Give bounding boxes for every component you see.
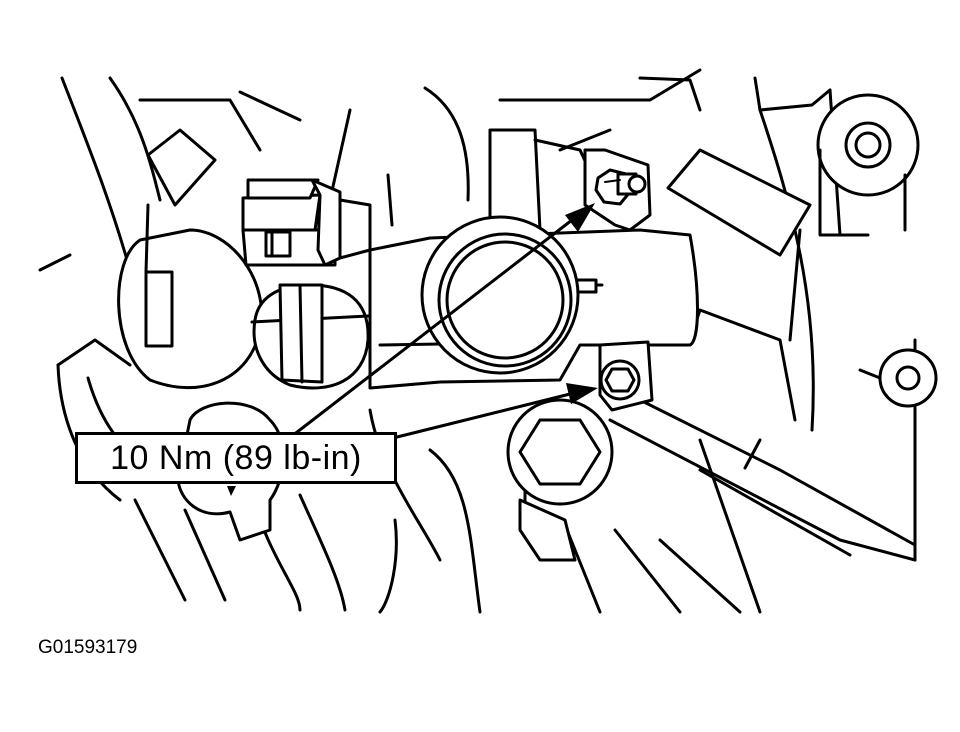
arrow-icon: [566, 383, 598, 404]
housing-outline: [38, 68, 917, 614]
torque-label: 10 Nm (89 lb-in): [110, 438, 362, 477]
right-fitting: [858, 348, 938, 408]
mounting-pad: [666, 148, 812, 257]
outlet-ring: [420, 215, 580, 375]
torque-callout: 10 Nm (89 lb-in): [75, 432, 397, 484]
left-oval-housing: [117, 128, 263, 390]
stud-nut-icon: [594, 168, 647, 206]
upper-right-boss: [816, 93, 920, 237]
electrical-connector-icon: [241, 178, 372, 390]
figure-id: G01593179: [38, 637, 138, 658]
arrow-icon: [565, 203, 595, 232]
leader-arrows: [290, 203, 598, 442]
hex-plug: [506, 398, 614, 562]
bolt-icon: [599, 359, 641, 401]
